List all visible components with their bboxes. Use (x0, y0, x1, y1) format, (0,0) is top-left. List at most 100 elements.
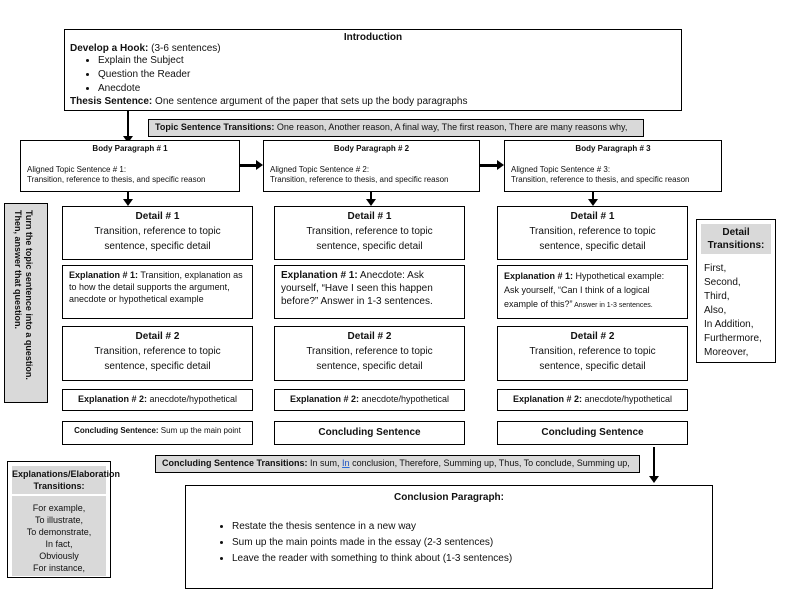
col1-expl1-text: Transition, explanation as to how the de… (69, 270, 243, 304)
col1-expl1-label: Explanation # 1: (69, 270, 139, 280)
detail-transitions-box: Detail Transitions: First, Second, Third… (696, 219, 776, 363)
col3-detail1-line1: Transition, reference to topic (529, 226, 656, 237)
col3-detail1-title: Detail # 1 (570, 211, 615, 222)
concluding-transitions-box: Concluding Sentence Transitions: In sum,… (155, 455, 640, 473)
col3-detail2-line2: sentence, specific detail (539, 361, 646, 372)
col2-concl-title: Concluding Sentence (318, 427, 421, 438)
hook-bullet: Question the Reader (98, 68, 676, 82)
col1-expl2-label: Explanation # 2: (77, 394, 147, 404)
conclusion-bullet: Restate the thesis sentence in a new way (232, 519, 702, 535)
arrow-body1-to-detail (123, 192, 133, 206)
detail-transition-item: Furthermore, (704, 333, 762, 344)
introduction-box: Introduction Develop a Hook: (3-6 senten… (64, 29, 682, 111)
col3-concluding: Concluding Sentence (497, 421, 688, 445)
expl-transition-item: For instance, (32, 563, 86, 573)
expl-transitions-box: Explanations/Elaboration Transitions: Fo… (7, 461, 120, 578)
hook-bullets: Explain the Subject Question the Reader … (70, 54, 676, 96)
detail-transitions-list: First, Second, Third, Also, In Addition,… (701, 262, 771, 360)
thesis-text: One sentence argument of the paper that … (152, 96, 468, 107)
col1-expl2-text: anecdote/hypothetical (146, 394, 238, 404)
detail-transition-item: In Addition, (704, 319, 754, 330)
col3-detail1-line2: sentence, specific detail (539, 241, 646, 252)
expl-transition-item: In fact, (45, 539, 73, 549)
detail-transition-item: Moreover, (704, 347, 749, 358)
col1-detail2-line1: Transition, reference to topic (94, 346, 221, 357)
col3-expl1-text: Hypothetical example: Ask yourself, “Can… (504, 271, 665, 309)
col3-concl-title: Concluding Sentence (541, 427, 644, 438)
body-3-title: Body Paragraph # 3 (575, 144, 651, 153)
expl-transition-item: For example, (32, 503, 86, 513)
hook-label: Develop a Hook: (70, 43, 149, 54)
concl-transitions-before: In sum, (307, 458, 343, 468)
body-1-aligned: Aligned Topic Sentence # 1: (27, 165, 127, 174)
expl-transition-item: To illustrate, (34, 515, 84, 525)
conclusion-bullets: Restate the thesis sentence in a new way… (196, 519, 702, 567)
topic-transitions-box: Topic Sentence Transitions: One reason, … (148, 119, 644, 137)
topic-transitions-label: Topic Sentence Transitions: (155, 122, 275, 132)
col2-detail1-title: Detail # 1 (347, 211, 392, 222)
col3-expl2-text: anecdote/hypothetical (581, 394, 673, 404)
col3-expl1-label: Explanation # 1: (504, 271, 574, 281)
hook-line: Develop a Hook: (3-6 sentences) (70, 43, 676, 54)
col1-detail1-line1: Transition, reference to topic (94, 226, 221, 237)
col2-expl2-label: Explanation # 2: (289, 394, 359, 404)
hook-note: (3-6 sentences) (148, 43, 221, 54)
col3-explanation1: Explanation # 1: Hypothetical example: A… (497, 265, 688, 319)
body-paragraph-1: Body Paragraph # 1 Aligned Topic Sentenc… (20, 140, 240, 192)
col1-detail2-line2: sentence, specific detail (104, 361, 211, 372)
topic-question-box (4, 203, 48, 403)
col1-concl-label: Concluding Sentence: (74, 426, 159, 435)
topic-transitions-text: One reason, Another reason, A final way,… (274, 122, 628, 132)
detail-transition-item: Also, (704, 305, 727, 316)
col2-detail1-line2: sentence, specific detail (316, 241, 423, 252)
hook-bullet: Explain the Subject (98, 54, 676, 68)
col1-explanation2: Explanation # 2: anecdote/hypothetical (62, 389, 253, 411)
col3-explanation2: Explanation # 2: anecdote/hypothetical (497, 389, 688, 411)
body-paragraph-3: Body Paragraph # 3 Aligned Topic Sentenc… (504, 140, 722, 192)
arrow-intro-to-body1 (123, 111, 133, 143)
col1-concl-text: Sum up the main point (158, 426, 241, 435)
col2-detail2-line1: Transition, reference to topic (306, 346, 433, 357)
concl-transitions-link: In (342, 458, 350, 468)
concl-transitions-after: conclusion, Therefore, Summing up, Thus,… (349, 458, 630, 468)
col3-expl2-label: Explanation # 2: (512, 394, 582, 404)
conclusion-bullet: Leave the reader with something to think… (232, 551, 702, 567)
body-paragraph-2: Body Paragraph # 2 Aligned Topic Sentenc… (263, 140, 480, 192)
col2-expl1-label: Explanation # 1: (281, 270, 358, 281)
body-3-aligned: Aligned Topic Sentence # 3: (511, 165, 611, 174)
col2-detail2-title: Detail # 2 (347, 331, 392, 342)
arrow-body2-to-body3 (480, 160, 504, 170)
col2-detail1-line1: Transition, reference to topic (306, 226, 433, 237)
col2-expl2-text: anecdote/hypothetical (358, 394, 450, 404)
expl-transitions-title: Explanations/Elaboration Transitions: (12, 466, 120, 494)
hook-bullet: Anecdote (98, 82, 676, 96)
col2-expl1-text: Anecdote: Ask yourself, “Have I seen thi… (281, 270, 433, 307)
arrow-body3-to-detail (588, 192, 598, 206)
col2-explanation1: Explanation # 1: Anecdote: Ask yourself,… (274, 265, 465, 319)
expl-transition-item: To demonstrate, (26, 527, 92, 537)
topic-question-text: Turn the topic sentence into a question.… (13, 210, 34, 380)
body-1-title: Body Paragraph # 1 (92, 144, 168, 153)
arrow-body1-to-body2 (240, 160, 263, 170)
col1-detail2-title: Detail # 2 (135, 331, 180, 342)
arrow-to-conclusion (649, 447, 659, 483)
col3-detail2-line1: Transition, reference to topic (529, 346, 656, 357)
detail-transitions-title: Detail Transitions: (701, 224, 771, 254)
conclusion-title: Conclusion Paragraph: (393, 492, 504, 503)
thesis-line: Thesis Sentence: One sentence argument o… (70, 96, 676, 107)
conclusion-box: Conclusion Paragraph: Restate the thesis… (185, 485, 713, 589)
col1-detail1-line2: sentence, specific detail (104, 241, 211, 252)
col3-detail2-title: Detail # 2 (570, 331, 615, 342)
col2-concluding: Concluding Sentence (274, 421, 465, 445)
detail-transition-item: First, (704, 263, 727, 274)
concl-transitions-label: Concluding Sentence Transitions: (162, 458, 308, 468)
body-1-aligned-detail: Transition, reference to thesis, and spe… (27, 175, 206, 184)
thesis-label: Thesis Sentence: (70, 96, 153, 107)
body-3-aligned-detail: Transition, reference to thesis, and spe… (511, 175, 690, 184)
col2-detail1: Detail # 1 Transition, reference to topi… (274, 206, 465, 260)
col1-detail1-title: Detail # 1 (135, 211, 180, 222)
col2-detail2: Detail # 2 Transition, reference to topi… (274, 326, 465, 381)
col1-detail2: Detail # 2 Transition, reference to topi… (62, 326, 253, 381)
detail-transition-item: Third, (704, 291, 730, 302)
detail-transition-item: Second, (704, 277, 741, 288)
